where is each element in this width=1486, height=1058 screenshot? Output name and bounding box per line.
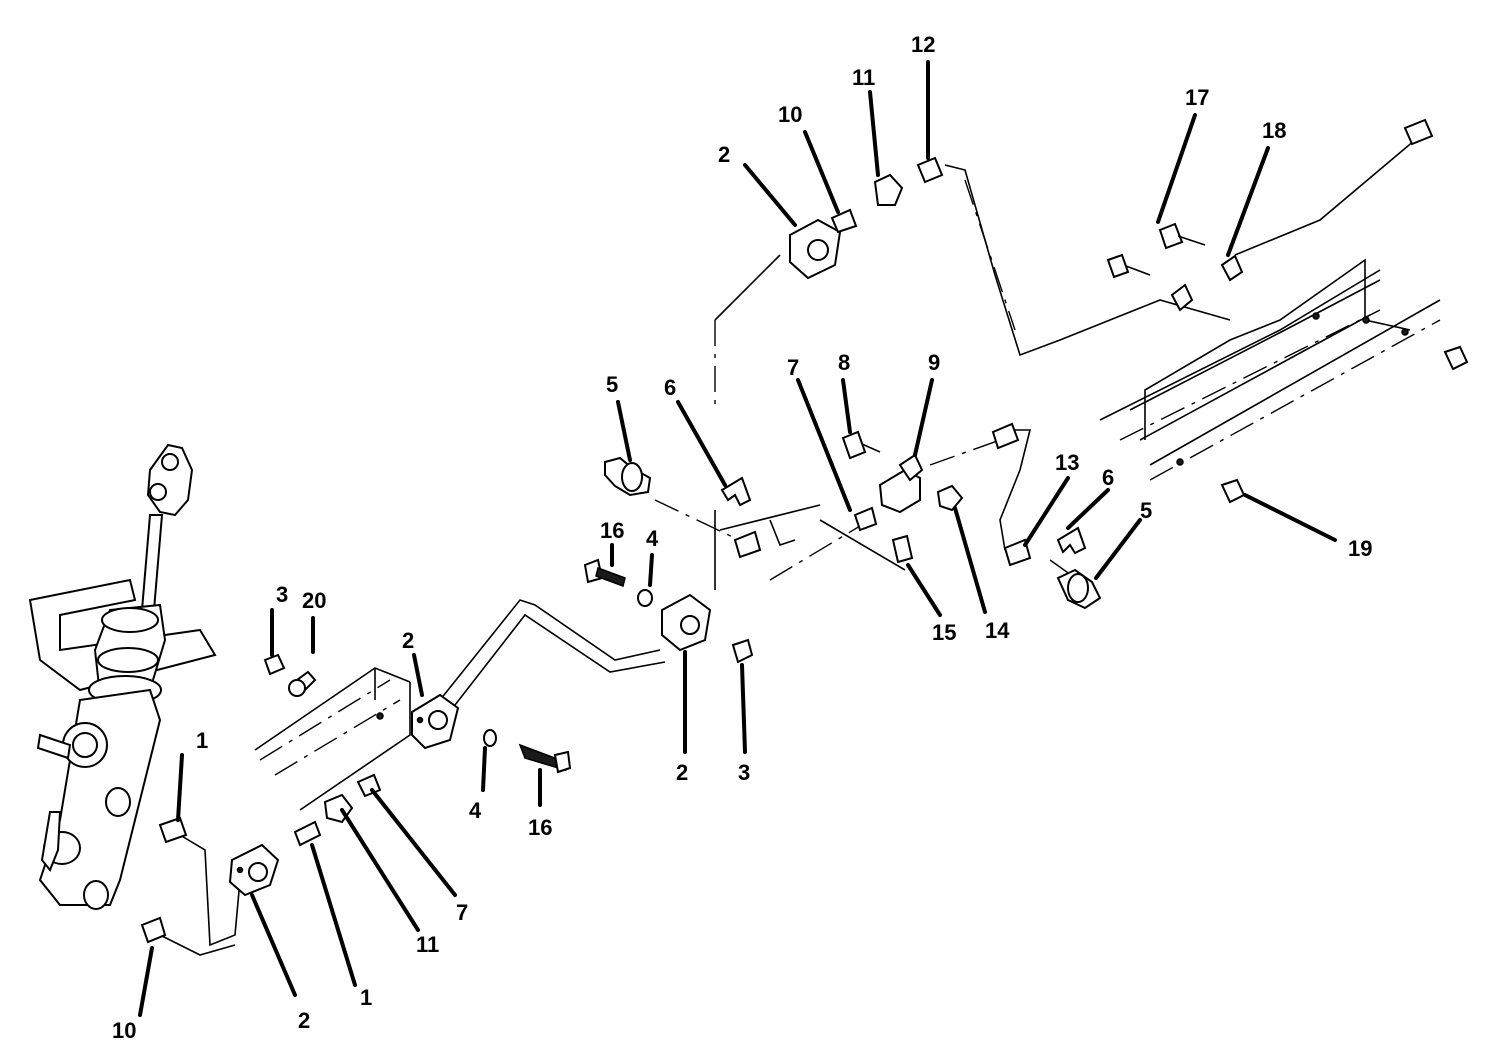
master-cylinder-assembly xyxy=(28,443,217,910)
callout-2: 2 xyxy=(718,142,730,167)
leader-lines xyxy=(138,60,1337,1017)
junction-block-top xyxy=(789,218,842,280)
callout-17: 17 xyxy=(1185,85,1209,110)
callout-8: 8 xyxy=(838,350,850,375)
callout-7: 7 xyxy=(456,900,468,925)
callout-19: 19 xyxy=(1348,536,1372,561)
callout-10: 10 xyxy=(112,1018,136,1043)
callout-9: 9 xyxy=(928,350,940,375)
junction-block-mid xyxy=(411,693,460,750)
junction-block-lower-left xyxy=(228,843,280,897)
callout-11: 11 xyxy=(416,932,439,957)
callout-6: 6 xyxy=(664,375,676,400)
callout-10: 10 xyxy=(778,102,802,127)
callout-16: 16 xyxy=(528,815,552,840)
callout-3: 3 xyxy=(738,760,750,785)
callout-2: 2 xyxy=(676,760,688,785)
callout-4: 4 xyxy=(469,798,482,823)
callout-1: 1 xyxy=(196,728,208,753)
callout-12: 12 xyxy=(911,32,935,57)
callout-18: 18 xyxy=(1262,118,1286,143)
callout-15: 15 xyxy=(932,620,956,645)
callout-1: 1 xyxy=(360,985,372,1010)
junction-block-center xyxy=(661,593,712,652)
callout-labels: 10 1 1 2 11 7 2 3 20 4 16 2 3 16 4 5 6 7… xyxy=(112,32,1372,1043)
callout-16: 16 xyxy=(600,518,624,543)
rear-axle-rail xyxy=(1099,258,1441,481)
callout-2: 2 xyxy=(402,628,414,653)
callout-6: 6 xyxy=(1102,465,1114,490)
callout-2: 2 xyxy=(298,1008,310,1033)
callout-5: 5 xyxy=(1140,498,1152,523)
callout-13: 13 xyxy=(1055,450,1079,475)
callout-11: 11 xyxy=(852,65,875,90)
callout-7: 7 xyxy=(787,355,799,380)
callout-3: 3 xyxy=(276,582,288,607)
callout-14: 14 xyxy=(985,618,1010,643)
brake-lines xyxy=(159,139,1416,956)
callout-5: 5 xyxy=(606,372,618,397)
callout-4: 4 xyxy=(646,526,659,551)
callout-20: 20 xyxy=(302,588,326,613)
frame-rail-left xyxy=(254,667,411,811)
